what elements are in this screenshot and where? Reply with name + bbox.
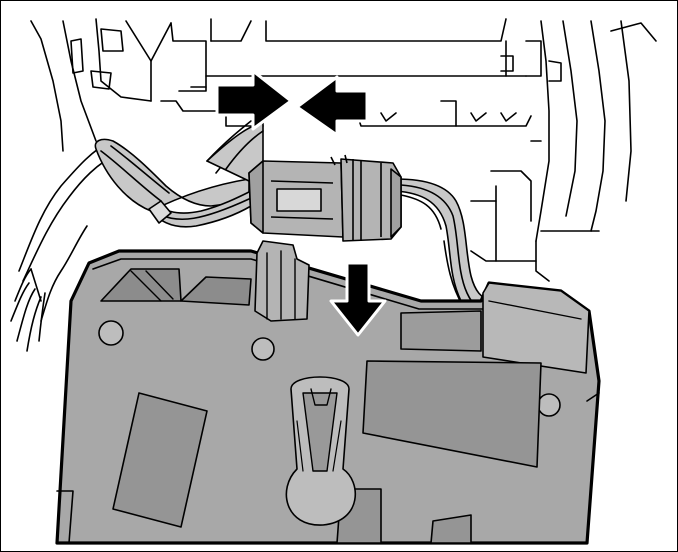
left-panel: [30, 20, 64, 152]
arrow-left-icon: [295, 75, 369, 137]
electrical-connector: [248, 154, 402, 242]
wire-harness: [94, 120, 494, 324]
module-mount-boss: [537, 393, 561, 417]
module-socket-left: [100, 268, 182, 302]
module-raised-housing: [482, 282, 590, 374]
module-connector-tab: [254, 240, 310, 322]
harness-loop: [94, 138, 250, 212]
vehicle-structure: [10, 18, 657, 352]
module-recess-left: [112, 392, 208, 528]
arrow-right-icon: [215, 69, 293, 131]
harness-left: [18, 140, 112, 272]
module-label-area: [362, 360, 542, 468]
arrow-down-icon: [329, 261, 387, 337]
module-mount-boss: [251, 337, 275, 361]
connector-lock-window: [276, 188, 322, 212]
right-trim: [535, 20, 550, 242]
module-mount-boss: [98, 320, 124, 346]
module-socket-center: [180, 276, 252, 306]
control-module: [55, 240, 601, 545]
